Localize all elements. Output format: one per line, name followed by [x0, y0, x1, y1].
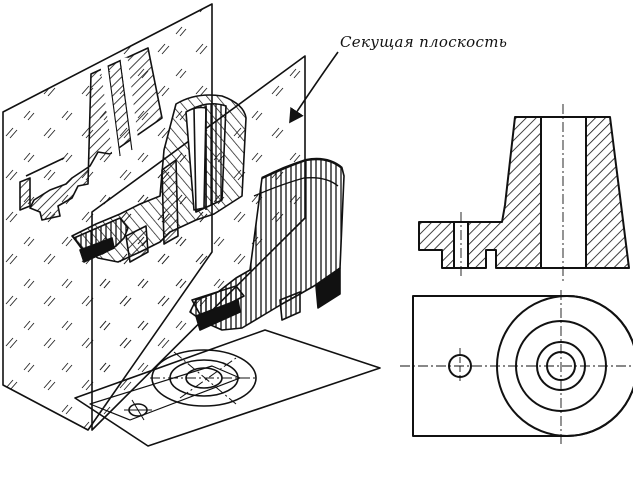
sectioned-part	[71, 94, 247, 263]
orthographic-views	[400, 104, 633, 444]
cutting-plane-label: Секущая плоскость	[340, 33, 508, 51]
horizontal-projection	[89, 349, 258, 421]
top-view	[400, 290, 633, 444]
horizontal-plane	[74, 329, 381, 447]
whole-part	[189, 157, 345, 331]
front-section-view	[418, 104, 630, 282]
frontal-projection	[19, 47, 163, 221]
callout-arrow	[289, 51, 339, 124]
isometric-view	[2, 3, 381, 447]
